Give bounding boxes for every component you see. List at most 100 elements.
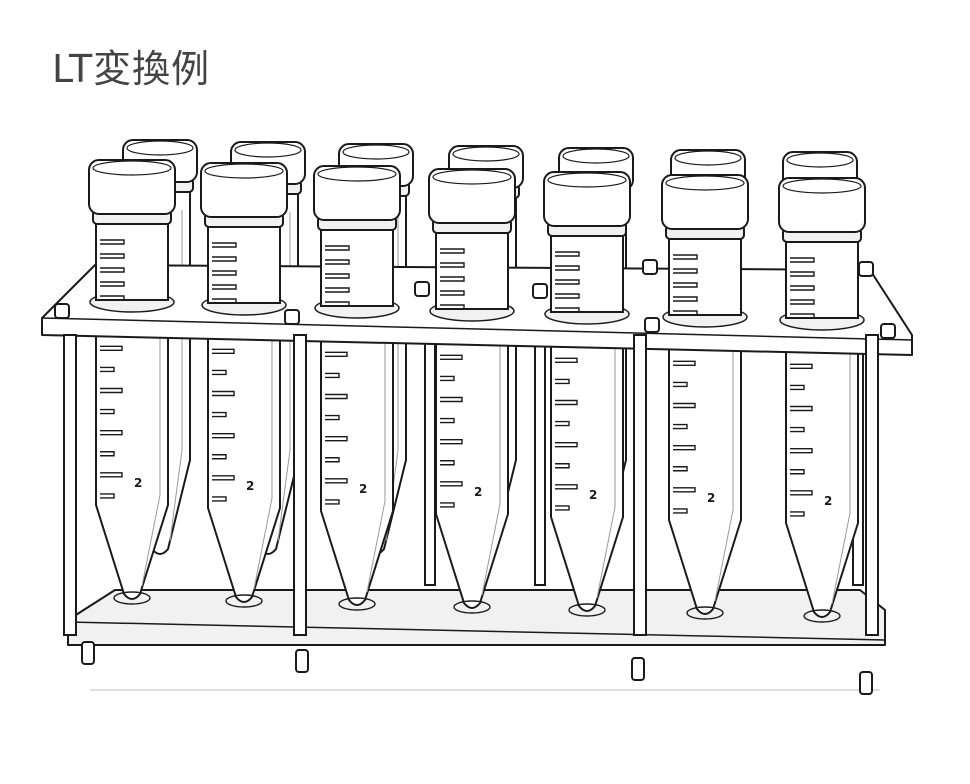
plate-peg (880, 323, 896, 339)
tube-graduation (100, 451, 115, 457)
tube-graduation (440, 354, 463, 361)
tube-graduation (440, 304, 465, 310)
tube-graduation (212, 256, 237, 262)
front-tube-top (661, 174, 749, 328)
plate-peg (642, 259, 658, 275)
tube-graduation (325, 393, 348, 400)
tube-graduation (212, 284, 237, 290)
rack-rod (865, 334, 879, 636)
plate-peg (414, 281, 430, 297)
tube-graduation (440, 417, 455, 424)
tube-neck (668, 236, 742, 316)
tube-graduation (100, 472, 123, 478)
tube-graduation (440, 502, 455, 508)
tube-graduation (673, 310, 698, 316)
tube-cap (778, 177, 866, 233)
tube-graduation (790, 490, 813, 496)
tube-cap-top (432, 169, 512, 185)
tube-cap (88, 159, 176, 215)
tube-graduation (100, 239, 125, 245)
tube-graduation (555, 279, 580, 285)
tube-label-2: 2 (474, 485, 482, 499)
tube-graduation (673, 360, 696, 367)
tube-graduation (555, 251, 580, 257)
tube-cap-top (342, 144, 410, 160)
tube-graduation (212, 496, 227, 502)
tube-graduation (212, 454, 227, 460)
plate-peg (858, 261, 874, 277)
base-hole (113, 591, 151, 605)
tube-cap-top (665, 175, 745, 191)
plate-peg (284, 309, 300, 325)
tube-cap-top (562, 148, 630, 164)
page-title: LT変換例 (52, 47, 211, 91)
tube-cap-top (782, 178, 862, 194)
tube-graduation (555, 420, 570, 427)
tube-graduation (100, 253, 125, 259)
tube-graduation (100, 429, 123, 436)
base-hole (338, 597, 376, 611)
tube-graduation (673, 381, 688, 388)
tube-graduation (673, 423, 688, 430)
tube-graduation (212, 348, 235, 355)
tube-graduation (100, 408, 115, 415)
tube-graduation (790, 447, 813, 454)
base-hole (803, 609, 841, 623)
tube-graduation (790, 426, 805, 433)
front-tube-top (428, 168, 516, 322)
tube-graduation (673, 296, 698, 302)
tube-graduation (555, 307, 580, 313)
tube-label-2: 2 (824, 494, 832, 508)
tube-graduation (673, 444, 696, 451)
tube-graduation (790, 363, 813, 370)
tube-cap-top (204, 163, 284, 179)
tube-graduation (790, 299, 815, 305)
tube-graduation (325, 499, 340, 505)
tube-graduation (100, 345, 123, 352)
base-hole (453, 600, 491, 614)
tube-cap-top (547, 172, 627, 188)
rack-foot (81, 641, 95, 665)
tube-graduation (790, 285, 815, 291)
tube-cap-top (234, 142, 302, 158)
base-hole (225, 594, 263, 608)
tube-cap-top (92, 160, 172, 176)
tube-neck (320, 227, 394, 307)
rack-foot (859, 671, 873, 695)
tube-label-2: 2 (134, 476, 142, 490)
tube-graduation (212, 242, 237, 248)
tube-graduation (325, 273, 350, 279)
tube-graduation (555, 484, 578, 490)
tube-graduation (790, 405, 813, 412)
tube-graduation (555, 441, 578, 448)
tube-graduation (440, 276, 465, 282)
tube-cap-top (126, 140, 194, 156)
tube-graduation (440, 248, 465, 254)
front-tube-top (88, 159, 176, 313)
tube-neck (550, 233, 624, 313)
tube-graduation (212, 475, 235, 481)
tube-cap (428, 168, 516, 224)
plate-peg (54, 303, 70, 319)
tube-graduation (555, 399, 578, 406)
tube-label-2: 2 (359, 482, 367, 496)
tube-cap (543, 171, 631, 227)
tube-graduation (440, 262, 465, 268)
tube-graduation (212, 369, 227, 376)
tube-graduation (673, 268, 698, 274)
tube-graduation (790, 257, 815, 263)
tube-graduation (325, 414, 340, 421)
tube-graduation (673, 487, 696, 493)
tube-graduation (325, 351, 348, 358)
front-tube-top (200, 162, 288, 316)
tube-graduation (555, 293, 580, 299)
tube-neck (435, 230, 509, 310)
rack-front-rods (63, 334, 879, 636)
tube-graduation (100, 267, 125, 273)
tube-graduation (555, 265, 580, 271)
tube-graduation (440, 375, 455, 382)
tube-graduation (790, 469, 805, 475)
tube-graduation (100, 366, 115, 373)
tube-graduation (790, 313, 815, 319)
